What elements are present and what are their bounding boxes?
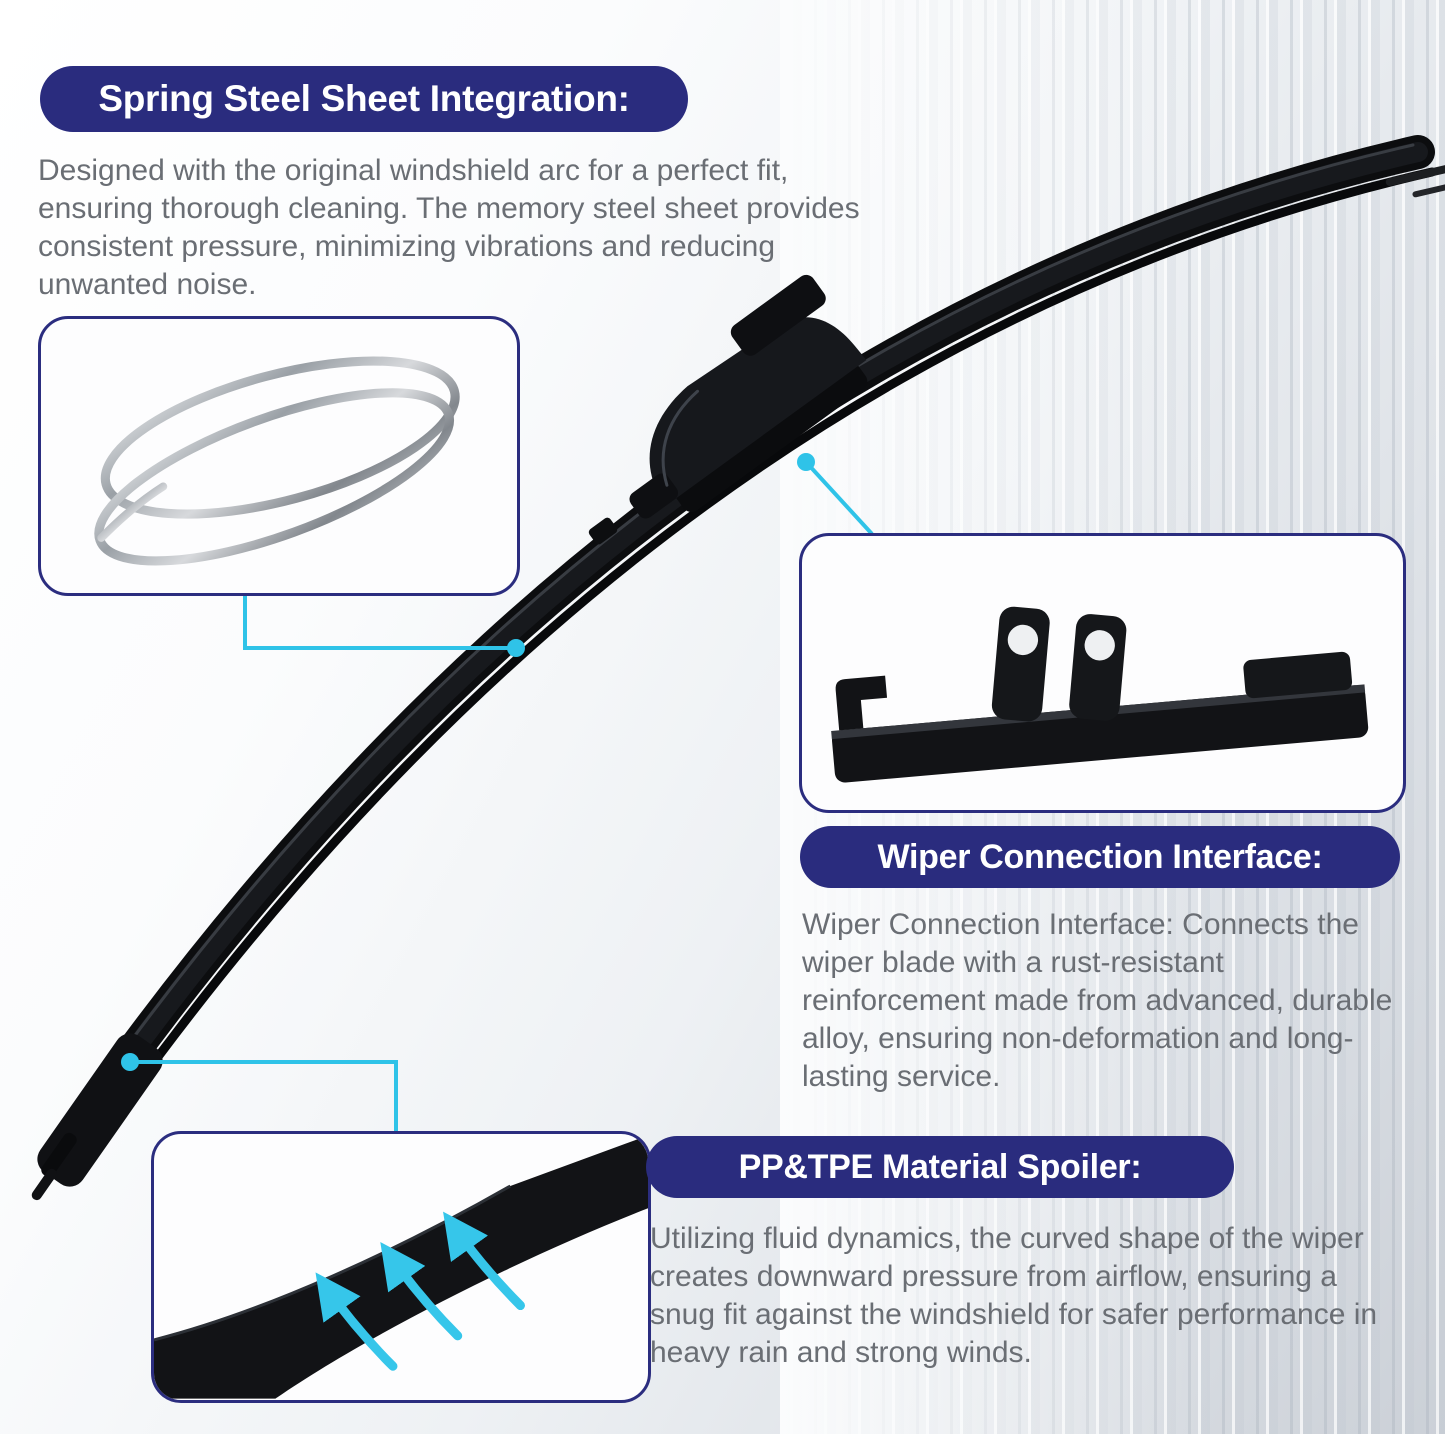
dot-interface <box>797 453 815 471</box>
spring-steel-callout-box <box>38 316 520 596</box>
spoiler-callout-box <box>151 1131 651 1403</box>
bracket-lug-1 <box>991 606 1050 722</box>
callout-connectors <box>130 460 874 1134</box>
spoiler-title-pill: PP&TPE Material Spoiler: <box>646 1136 1234 1198</box>
wiper-end-cap <box>31 1033 163 1201</box>
wiper-adapter <box>629 274 868 519</box>
bracket-lug-2 <box>1069 614 1127 721</box>
bracket-right-step <box>1243 651 1353 699</box>
connection-body: Wiper Connection Interface: Connects the… <box>802 908 1393 1094</box>
connector-spoiler <box>130 1060 398 1134</box>
bracket-left-clip <box>835 675 888 731</box>
connector-bracket-illustration <box>831 606 1369 783</box>
wiper-rubber-strip <box>94 167 1437 1143</box>
steel-loop-2 <box>94 388 455 566</box>
spring-steel-body: Designed with the original windshield ar… <box>38 154 860 302</box>
spring-steel-title: Spring Steel Sheet Integration: <box>98 78 630 119</box>
spring-steel-title-pill: Spring Steel Sheet Integration: <box>40 66 688 132</box>
spoiler-title: PP&TPE Material Spoiler: <box>738 1147 1142 1186</box>
steel-strip-end <box>97 482 168 542</box>
connection-callout-box <box>799 533 1406 813</box>
airflow-arrows <box>315 1211 526 1371</box>
airflow-arrow-2 <box>380 1242 463 1341</box>
connector-spring-steel <box>243 588 516 650</box>
spring-steel-illustration <box>94 356 460 566</box>
connector-interface <box>804 460 874 536</box>
beam-stop-tab <box>588 517 618 545</box>
connection-title: Wiper Connection Interface: <box>877 837 1323 876</box>
spoiler-body: Utilizing fluid dynamics, the curved sha… <box>650 1222 1378 1370</box>
dot-spoiler <box>121 1053 139 1071</box>
steel-loop-1 <box>100 356 460 519</box>
dot-spring-steel <box>507 639 525 657</box>
spoiler-illustration <box>154 1135 648 1399</box>
airflow-arrow-1 <box>315 1272 398 1371</box>
connection-title-pill: Wiper Connection Interface: <box>800 826 1400 888</box>
bracket-base <box>831 685 1369 783</box>
airflow-arrow-3 <box>443 1211 526 1311</box>
callout-dots <box>121 453 815 1071</box>
